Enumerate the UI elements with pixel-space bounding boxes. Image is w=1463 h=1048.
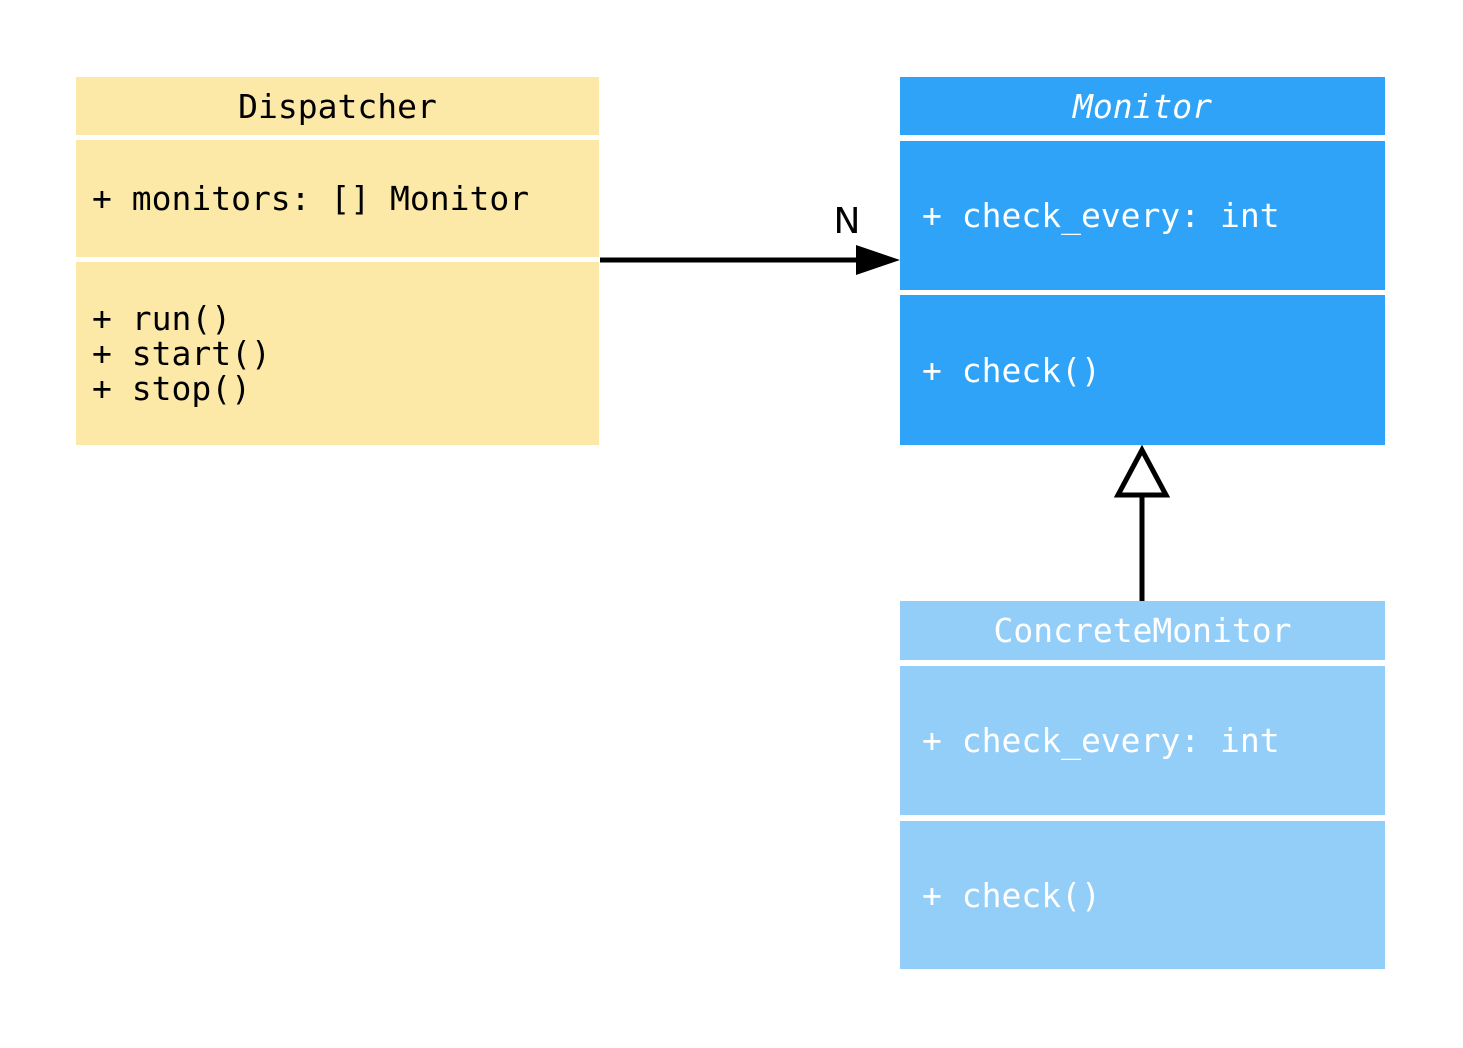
generalization-triangle-icon <box>1113 445 1171 498</box>
class-box-concrete-monitor: ConcreteMonitor + check_every: int + che… <box>900 601 1385 969</box>
class-attributes-concrete-monitor: + check_every: int <box>900 666 1385 815</box>
method-line: + stop() <box>92 369 251 408</box>
attribute-line: + check_every: int <box>922 196 1280 235</box>
class-methods-concrete-monitor: + check() <box>900 821 1385 969</box>
generalization-arrow <box>1113 445 1171 601</box>
class-attributes-monitor: + check_every: int <box>900 141 1385 290</box>
method-line: + check() <box>922 350 1101 390</box>
class-title-concrete-monitor: ConcreteMonitor <box>900 601 1385 660</box>
method-line: + start() <box>92 334 271 373</box>
class-methods-monitor: + check() <box>900 295 1385 445</box>
attribute-line: + check_every: int <box>922 721 1280 760</box>
class-title-monitor: Monitor <box>900 77 1385 135</box>
class-attributes-dispatcher: + monitors: [] Monitor <box>76 140 599 257</box>
attribute-line: + monitors: [] Monitor <box>92 179 530 218</box>
method-line: + check() <box>922 875 1101 915</box>
association-arrow <box>600 245 900 275</box>
association-multiplicity-label: N <box>833 201 861 242</box>
method-line: + run() <box>92 299 232 338</box>
class-title-dispatcher: Dispatcher <box>76 77 599 135</box>
class-box-monitor: Monitor + check_every: int + check() <box>900 77 1385 445</box>
class-box-dispatcher: Dispatcher + monitors: [] Monitor + run(… <box>76 77 599 445</box>
class-methods-dispatcher: + run() + start() + stop() <box>76 262 599 445</box>
association-arrowhead-icon <box>856 245 900 275</box>
